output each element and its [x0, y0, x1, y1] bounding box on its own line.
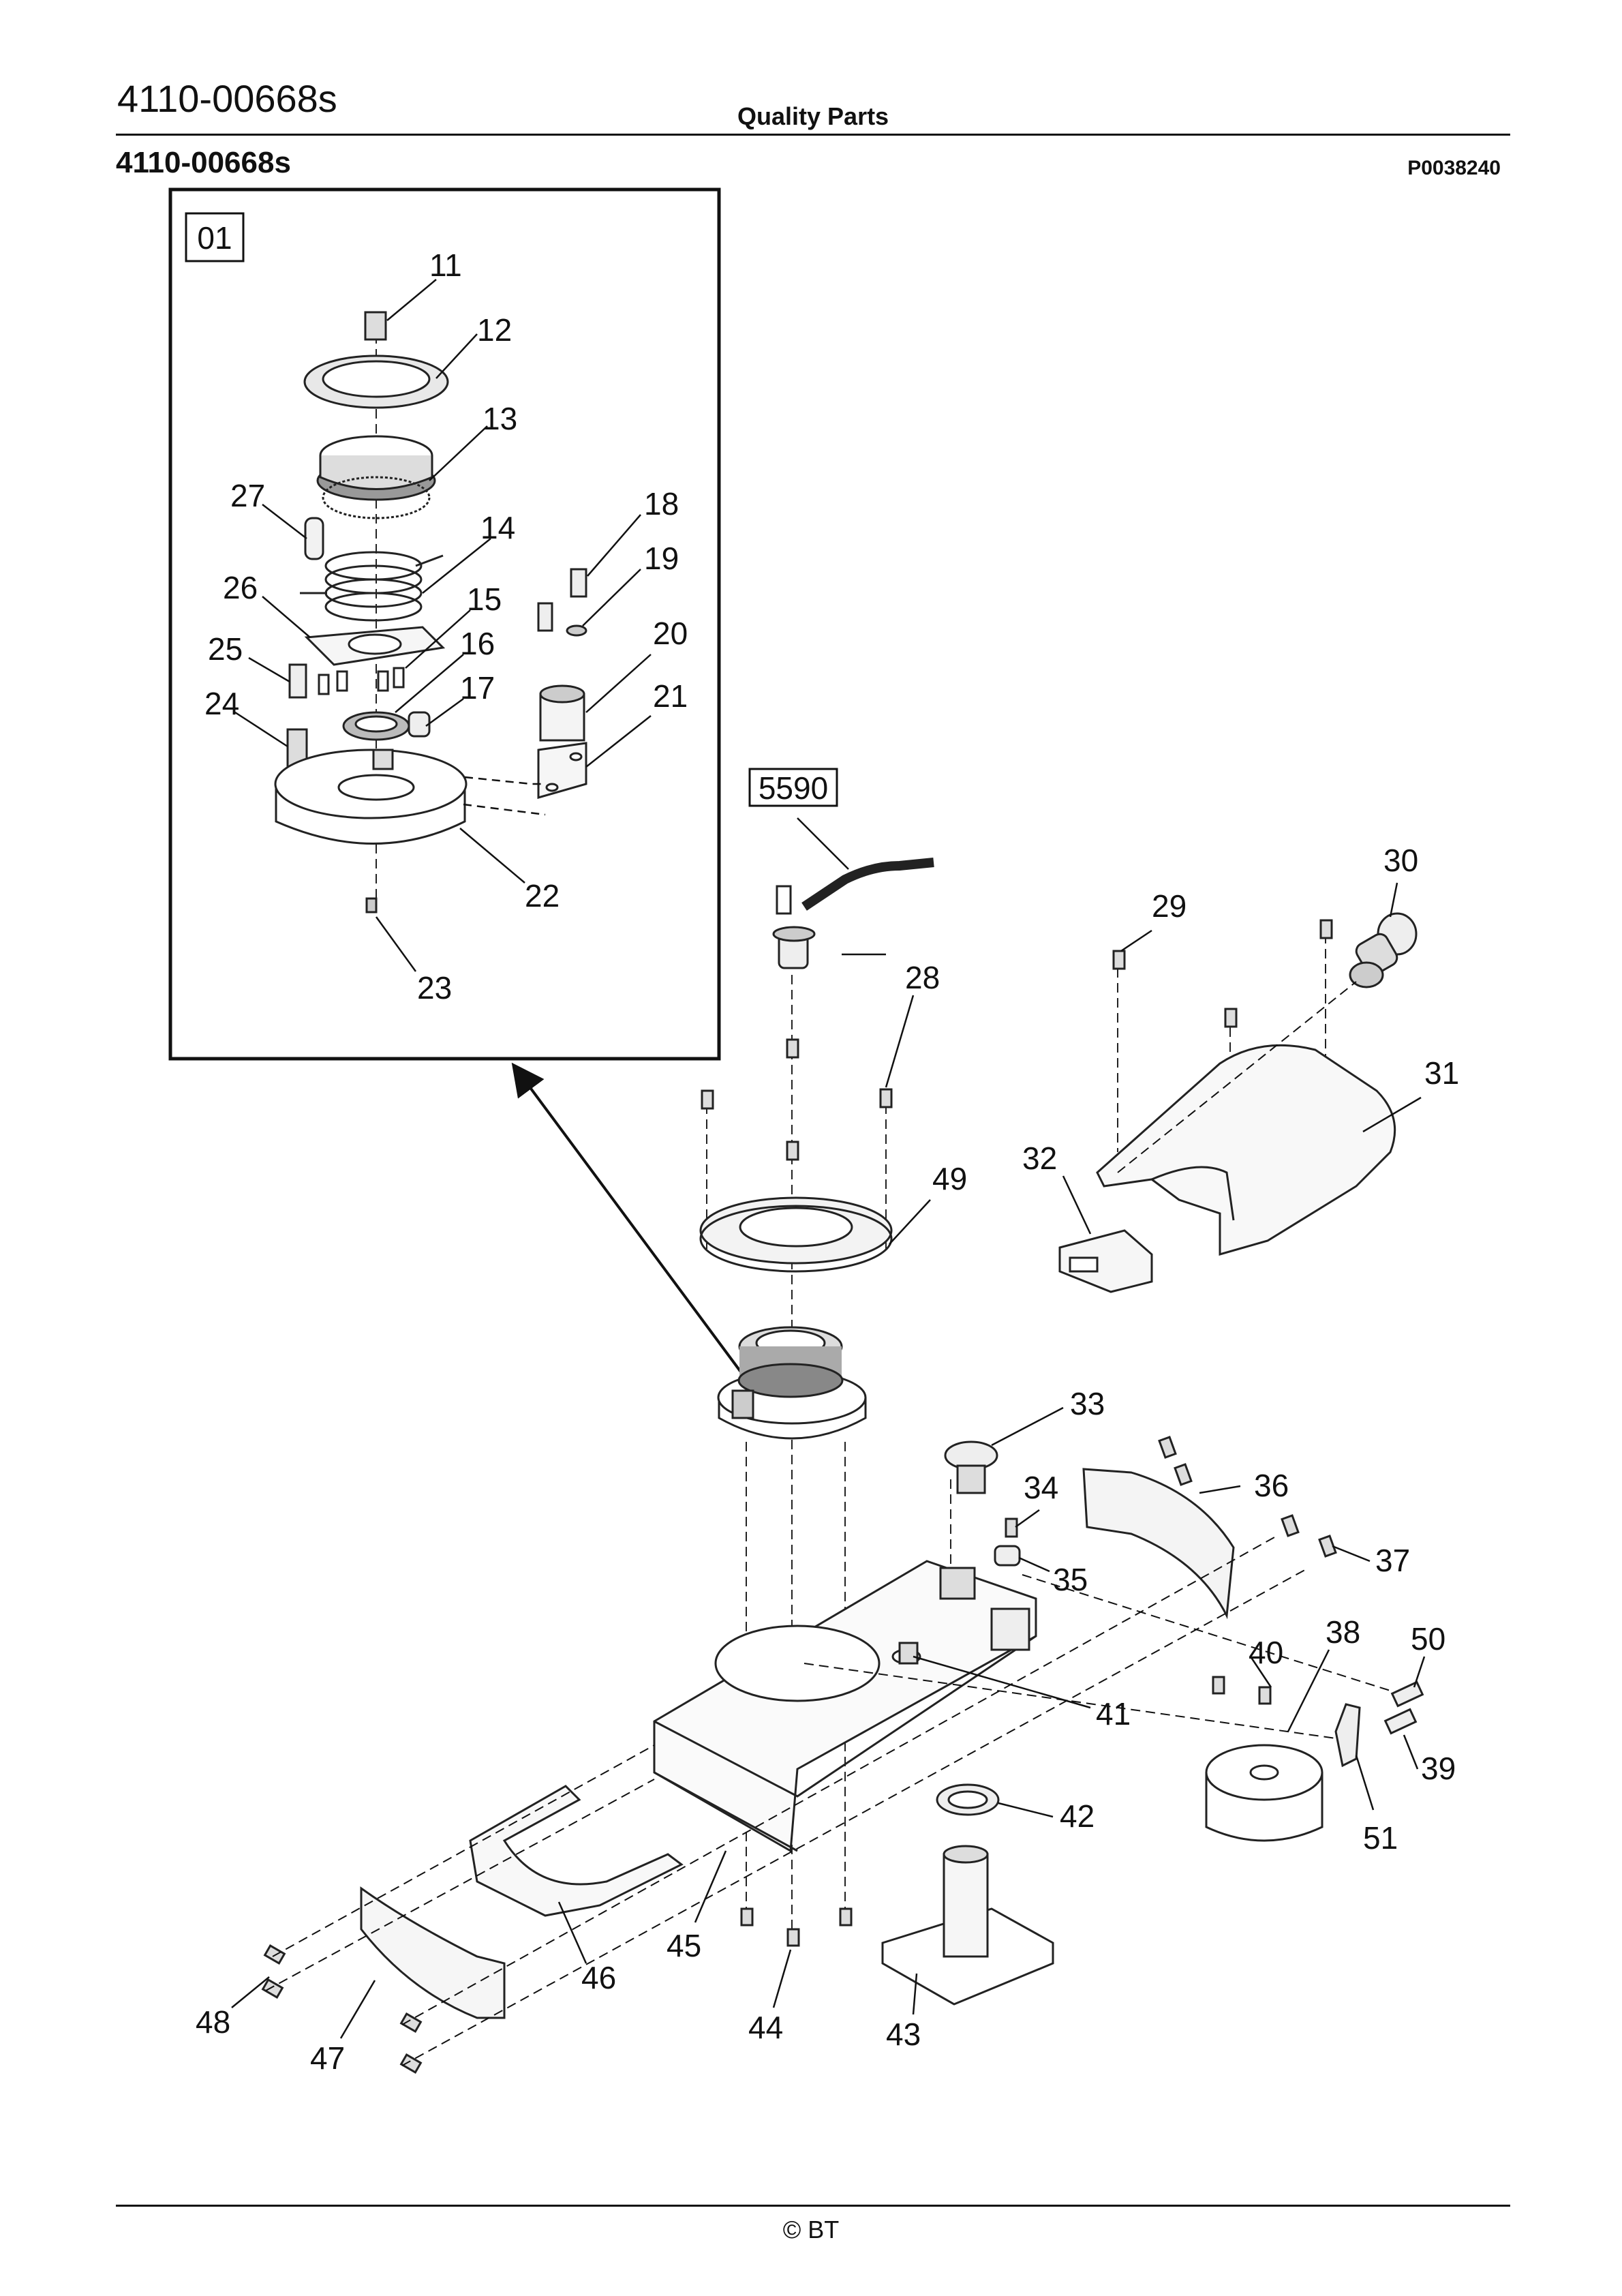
callout-17: 17 [460, 670, 495, 706]
main-parts [261, 858, 1424, 2074]
callout-27: 27 [230, 478, 265, 513]
inset-label: 01 [197, 220, 232, 256]
callout-45: 45 [667, 1928, 701, 1963]
callout-12: 12 [477, 312, 512, 348]
header-rule [116, 134, 1510, 136]
callout-11: 11 [429, 247, 462, 283]
callout-50: 50 [1411, 1621, 1445, 1657]
inset-label-box [185, 212, 245, 262]
callout-14: 14 [480, 510, 515, 545]
callout-32: 32 [1022, 1141, 1057, 1176]
callout-24: 24 [204, 686, 239, 721]
diagram-code: 4110-00668s [116, 146, 291, 179]
callout-49: 49 [932, 1161, 967, 1196]
callout-43: 43 [886, 2016, 921, 2052]
assembly-lines [265, 981, 1391, 2066]
callout-20: 20 [653, 616, 688, 651]
footer-rule [116, 2205, 1510, 2207]
callout-35: 35 [1053, 1562, 1088, 1597]
callout-37: 37 [1375, 1543, 1410, 1578]
callout-47: 47 [310, 2040, 345, 2076]
callout-38: 38 [1326, 1614, 1360, 1650]
callout-26: 26 [223, 570, 258, 605]
callout-21: 21 [653, 678, 688, 714]
inset-parts [274, 311, 587, 913]
callout-19: 19 [644, 541, 679, 576]
callout-36: 36 [1254, 1468, 1289, 1503]
callout-16: 16 [460, 626, 495, 661]
callout-46: 46 [581, 1960, 616, 1995]
brand-label: Quality Parts [737, 102, 889, 130]
assembly-label: 5590 [759, 770, 828, 806]
callout-13: 13 [483, 401, 517, 436]
callout-39: 39 [1421, 1751, 1456, 1786]
callout-15: 15 [467, 581, 502, 617]
callout-30: 30 [1383, 843, 1418, 878]
callout-31: 31 [1424, 1055, 1459, 1091]
callout-22: 22 [525, 878, 560, 913]
callout-23: 23 [417, 970, 452, 1006]
callout-29: 29 [1152, 888, 1187, 924]
callout-labels: 11 12 13 14 15 16 17 18 19 20 21 22 23 2… [196, 247, 1459, 2076]
callout-42: 42 [1060, 1798, 1095, 1834]
callout-33: 33 [1070, 1386, 1105, 1421]
callout-28: 28 [905, 960, 940, 995]
diagram-reference: P0038240 [1407, 157, 1501, 179]
inset-frame [168, 187, 721, 1061]
callout-48: 48 [196, 2004, 230, 2040]
assembly-label-box [748, 768, 838, 807]
callout-34: 34 [1024, 1470, 1058, 1505]
callout-51: 51 [1363, 1820, 1398, 1856]
callout-40: 40 [1249, 1635, 1283, 1670]
inset-arrow [511, 1062, 751, 1385]
callout-44: 44 [748, 2010, 783, 2045]
footer-copyright: © BT [782, 2216, 840, 2244]
main-leader-lines [231, 817, 1426, 2039]
document-code: 4110-00668s [117, 77, 337, 120]
callout-18: 18 [644, 486, 679, 522]
callout-25: 25 [208, 631, 243, 667]
inset-leader-lines [234, 279, 652, 972]
callout-41: 41 [1096, 1696, 1131, 1732]
